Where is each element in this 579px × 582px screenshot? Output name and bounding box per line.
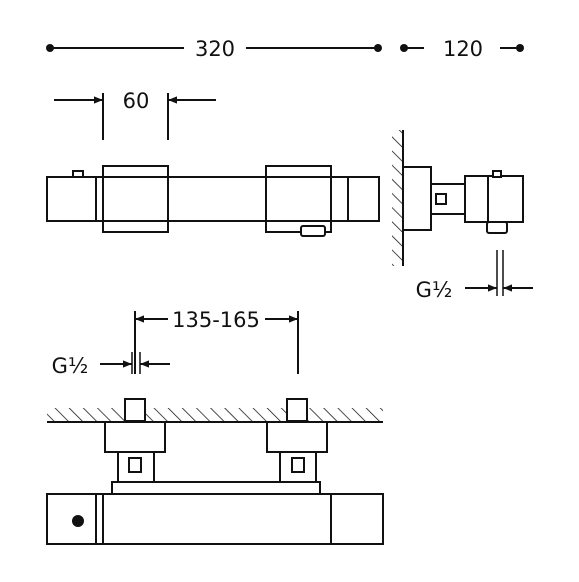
dim-center-distance-text: 135-165 [172, 308, 260, 332]
dim-handle-width-text: 60 [123, 89, 150, 113]
side-view [392, 130, 524, 266]
dimension-thread-side: G½ [416, 250, 533, 302]
dimension-overall-length: 320 [46, 37, 382, 61]
dimension-thread-bottom: G½ [52, 352, 170, 378]
dimension-handle-width: 60 [54, 89, 216, 140]
dim-overall-length-text: 320 [195, 37, 235, 61]
dim-thread-bottom-text: G½ [52, 354, 89, 378]
dim-thread-side-text: G½ [416, 278, 453, 302]
top-view [46, 398, 384, 545]
dimension-depth: 120 [400, 37, 524, 61]
dim-depth-text: 120 [443, 37, 483, 61]
front-view [46, 165, 380, 237]
dimension-center-distance: 135-165 [134, 308, 299, 374]
